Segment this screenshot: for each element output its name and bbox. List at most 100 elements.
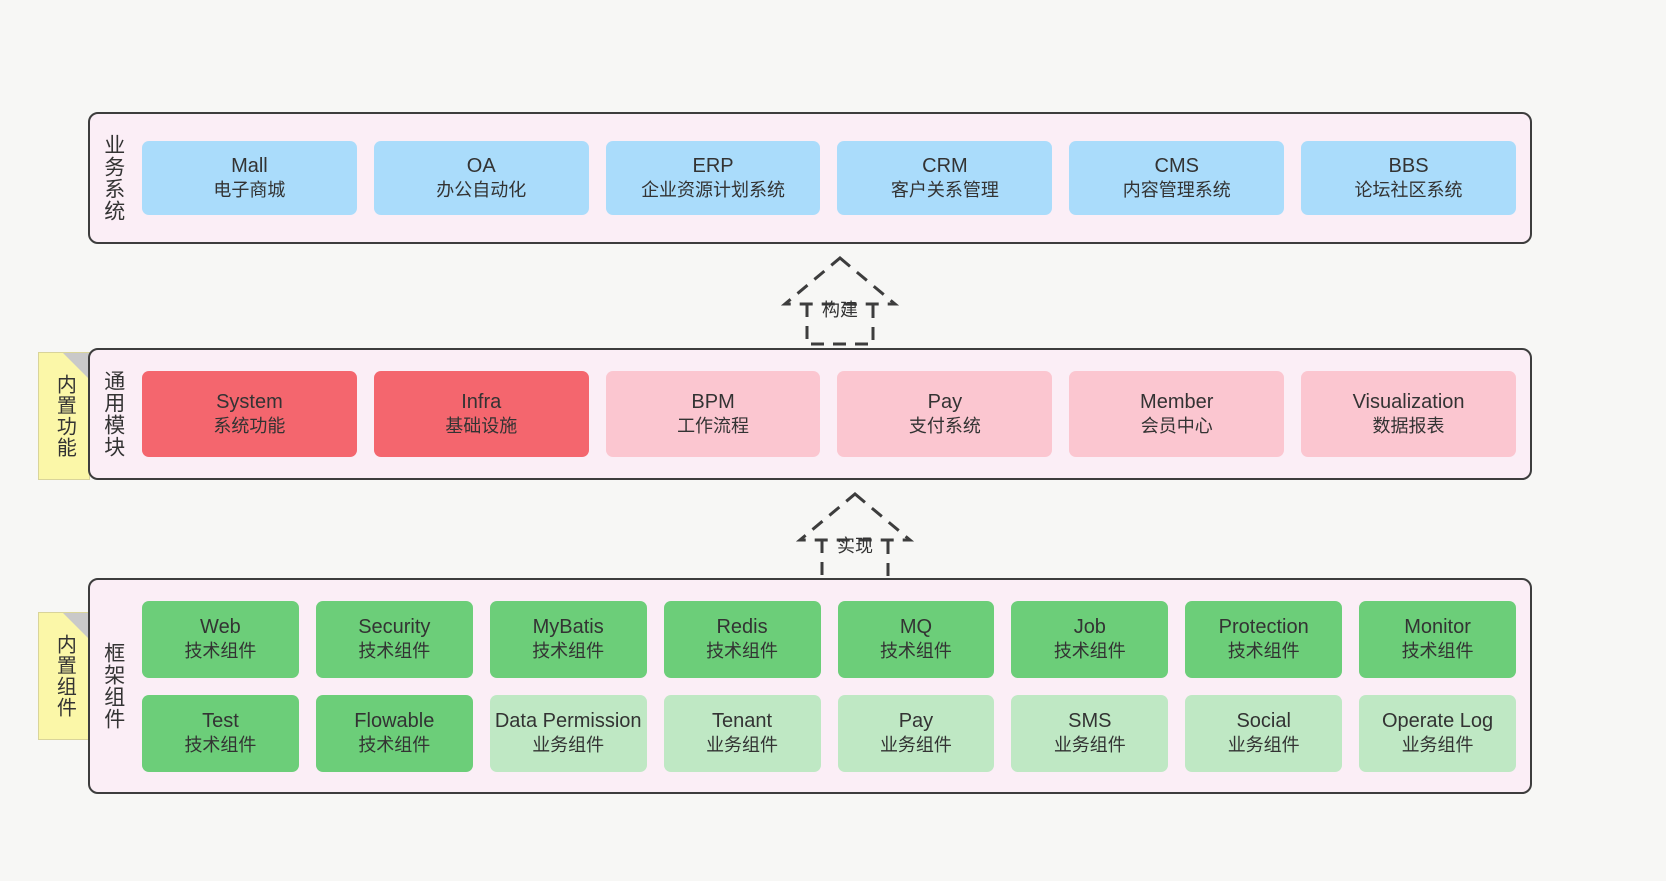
layer-label-business-systems: 业务系统	[101, 134, 125, 222]
card-subtitle: 内容管理系统	[1122, 180, 1231, 201]
card-title: CMS	[1154, 155, 1199, 178]
card-title: ERP	[692, 155, 734, 178]
card-subtitle: 技术组件	[1401, 641, 1474, 662]
card-title: Mall	[231, 155, 268, 178]
card-data-permission[interactable]: Data Permission 业务组件	[489, 694, 647, 772]
card-subtitle: 技术组件	[1227, 641, 1300, 662]
connector-implement: 实现	[770, 488, 940, 584]
card-redis[interactable]: Redis 技术组件	[663, 600, 821, 678]
card-subtitle: 技术组件	[706, 641, 779, 662]
card-oa[interactable]: OA 办公自动化	[373, 141, 589, 215]
card-title: Social	[1236, 710, 1291, 733]
card-subtitle: 数据报表	[1372, 416, 1445, 437]
card-protection[interactable]: Protection 技术组件	[1185, 600, 1343, 678]
card-social[interactable]: Social 业务组件	[1185, 694, 1343, 772]
card-bpm[interactable]: BPM 工作流程	[605, 371, 821, 457]
card-subtitle: 技术组件	[532, 641, 605, 662]
card-title: Infra	[461, 391, 502, 414]
card-sms[interactable]: SMS 业务组件	[1011, 694, 1169, 772]
card-subtitle: 业务组件	[532, 735, 605, 756]
layer-body-common-modules: System 系统功能 Infra 基础设施 BPM 工作流程 Pay 支付系统…	[136, 350, 1530, 478]
card-subtitle: 系统功能	[213, 416, 286, 437]
card-crm[interactable]: CRM 客户关系管理	[837, 141, 1053, 215]
card-title: SMS	[1068, 710, 1112, 733]
card-subtitle: 技术组件	[358, 735, 431, 756]
card-title: MyBatis	[532, 616, 604, 639]
card-row: Test 技术组件 Flowable 技术组件 Data Permission …	[142, 694, 1516, 772]
card-member[interactable]: Member 会员中心	[1069, 371, 1285, 457]
card-title: CRM	[922, 155, 968, 178]
card-title: Protection	[1218, 616, 1309, 639]
card-pay-module[interactable]: Pay 支付系统	[837, 371, 1053, 457]
layer-body-framework-components: Web 技术组件 Security 技术组件 MyBatis 技术组件 Redi…	[136, 580, 1530, 792]
card-title: BBS	[1388, 155, 1429, 178]
card-title: Security	[358, 616, 431, 639]
layer-common-modules: 通用模块 System 系统功能 Infra 基础设施 BPM 工作流程 Pay…	[88, 348, 1532, 480]
card-system[interactable]: System 系统功能	[142, 371, 357, 457]
card-subtitle: 技术组件	[184, 641, 257, 662]
card-subtitle: 技术组件	[1053, 641, 1126, 662]
card-subtitle: 技术组件	[879, 641, 952, 662]
card-subtitle: 企业资源计划系统	[641, 180, 786, 201]
card-visualization[interactable]: Visualization 数据报表	[1301, 371, 1516, 457]
card-title: Visualization	[1352, 391, 1465, 414]
card-row: System 系统功能 Infra 基础设施 BPM 工作流程 Pay 支付系统…	[142, 371, 1516, 457]
card-job[interactable]: Job 技术组件	[1011, 600, 1169, 678]
card-infra[interactable]: Infra 基础设施	[373, 371, 589, 457]
card-mq[interactable]: MQ 技术组件	[837, 600, 995, 678]
card-subtitle: 电子商城	[213, 180, 286, 201]
layer-business-systems: 业务系统 Mall 电子商城 OA 办公自动化 ERP 企业资源计划系统 CRM…	[88, 112, 1532, 244]
card-subtitle: 支付系统	[908, 416, 981, 437]
card-subtitle: 技术组件	[358, 641, 431, 662]
card-monitor[interactable]: Monitor 技术组件	[1359, 600, 1516, 678]
card-row: Mall 电子商城 OA 办公自动化 ERP 企业资源计划系统 CRM 客户关系…	[142, 141, 1516, 215]
card-title: Data Permission	[494, 710, 642, 733]
card-security[interactable]: Security 技术组件	[315, 600, 473, 678]
note-label: 内置功能	[53, 374, 76, 458]
connector-build: 构建	[755, 252, 925, 348]
connector-label: 实现	[837, 536, 873, 556]
card-title: Monitor	[1404, 616, 1471, 639]
card-subtitle: 业务组件	[1401, 735, 1474, 756]
note-fold-corner-icon	[63, 353, 89, 379]
card-title: Flowable	[354, 710, 435, 733]
card-subtitle: 办公自动化	[436, 180, 527, 201]
card-operate-log[interactable]: Operate Log 业务组件	[1359, 694, 1516, 772]
card-mybatis[interactable]: MyBatis 技术组件	[489, 600, 647, 678]
note-fold-corner-icon	[63, 613, 89, 639]
card-title: Tenant	[712, 710, 773, 733]
card-subtitle: 业务组件	[1227, 735, 1300, 756]
card-test[interactable]: Test 技术组件	[142, 694, 299, 772]
card-title: Web	[200, 616, 241, 639]
card-flowable[interactable]: Flowable 技术组件	[315, 694, 473, 772]
card-title: Operate Log	[1381, 710, 1494, 733]
card-title: System	[216, 391, 283, 414]
card-cms[interactable]: CMS 内容管理系统	[1069, 141, 1285, 215]
card-row: Web 技术组件 Security 技术组件 MyBatis 技术组件 Redi…	[142, 600, 1516, 678]
card-subtitle: 业务组件	[706, 735, 779, 756]
card-pay-component[interactable]: Pay 业务组件	[837, 694, 995, 772]
card-title: BPM	[691, 391, 735, 414]
connector-label: 构建	[822, 300, 858, 320]
card-subtitle: 客户关系管理	[890, 180, 999, 201]
card-tenant[interactable]: Tenant 业务组件	[663, 694, 821, 772]
card-erp[interactable]: ERP 企业资源计划系统	[605, 141, 821, 215]
card-subtitle: 基础设施	[445, 416, 518, 437]
card-subtitle: 业务组件	[1053, 735, 1126, 756]
layer-label-common-modules: 通用模块	[101, 370, 125, 458]
note-builtin-features: 内置功能	[38, 352, 90, 480]
card-mall[interactable]: Mall 电子商城	[142, 141, 357, 215]
card-title: Job	[1073, 616, 1106, 639]
card-subtitle: 会员中心	[1140, 416, 1213, 437]
layer-framework-components: 框架组件 Web 技术组件 Security 技术组件 MyBatis 技术组件…	[88, 578, 1532, 794]
card-bbs[interactable]: BBS 论坛社区系统	[1301, 141, 1516, 215]
note-builtin-components: 内置组件	[38, 612, 90, 740]
card-title: Pay	[927, 391, 963, 414]
card-web[interactable]: Web 技术组件	[142, 600, 299, 678]
card-subtitle: 工作流程	[677, 416, 750, 437]
card-subtitle: 业务组件	[879, 735, 952, 756]
card-subtitle: 论坛社区系统	[1354, 180, 1463, 201]
card-title: MQ	[899, 616, 933, 639]
card-title: Redis	[716, 616, 768, 639]
